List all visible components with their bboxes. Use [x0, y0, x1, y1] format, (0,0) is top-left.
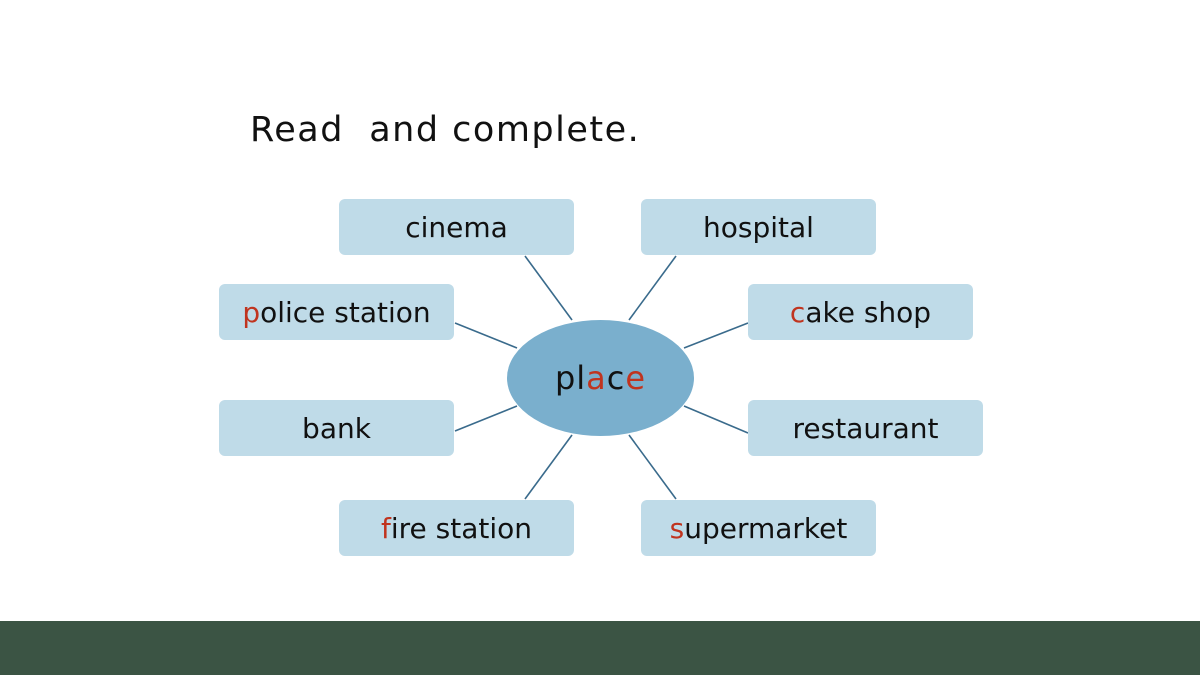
connector-cinema	[524, 255, 573, 321]
connector-supermarket	[628, 434, 677, 500]
node-label: ake shop	[805, 295, 932, 329]
node-restaurant: restaurant	[748, 400, 983, 456]
hub-text-part2: a	[586, 359, 607, 397]
node-label: upermarket	[684, 511, 848, 545]
node-first-letter: c	[789, 295, 806, 329]
connector-bank	[454, 405, 518, 432]
connector-fire-station	[524, 434, 573, 500]
node-hospital: hospital	[641, 199, 876, 255]
node-label: olice station	[260, 295, 431, 329]
node-label: bank	[302, 411, 371, 445]
connector-restaurant	[683, 405, 749, 434]
slide-title: Read and complete.	[250, 110, 641, 150]
hub-text-part3: c	[606, 359, 626, 397]
connector-cake-shop	[683, 322, 749, 349]
node-label: cinema	[405, 210, 508, 244]
hub-text-part4: e	[625, 359, 647, 397]
hub-text-part1: pl	[554, 359, 587, 397]
node-bank: bank	[219, 400, 454, 456]
connector-hospital	[628, 255, 677, 321]
node-first-letter: p	[242, 295, 261, 329]
node-label: restaurant	[792, 411, 939, 445]
connector-police-station	[454, 322, 518, 349]
node-label: ire station	[390, 511, 533, 545]
node-first-letter: s	[669, 511, 685, 545]
node-cinema: cinema	[339, 199, 574, 255]
footer-bar	[0, 621, 1200, 675]
node-label: hospital	[703, 210, 814, 244]
node-first-letter: f	[380, 511, 391, 545]
